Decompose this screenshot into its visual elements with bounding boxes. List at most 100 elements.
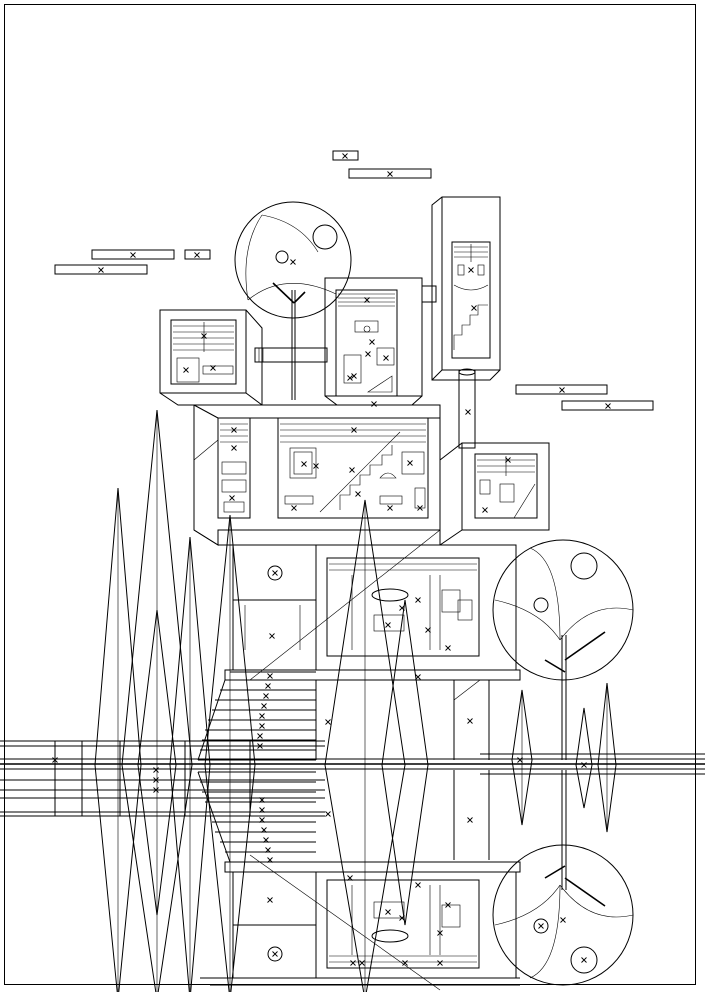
x-mark xyxy=(351,373,357,379)
x-mark xyxy=(559,387,565,393)
x-mark xyxy=(259,797,265,803)
x-mark xyxy=(261,703,267,709)
x-mark xyxy=(407,460,413,466)
connector-stub xyxy=(421,285,437,303)
x-mark xyxy=(425,627,431,633)
x-mark xyxy=(445,645,451,651)
x-mark xyxy=(359,960,365,966)
x-mark xyxy=(351,427,357,433)
x-mark xyxy=(194,252,200,258)
x-mark xyxy=(350,960,356,966)
x-mark xyxy=(402,960,408,966)
x-mark xyxy=(560,917,566,923)
stairs-lower xyxy=(197,771,316,863)
x-mark xyxy=(98,267,104,273)
x-mark xyxy=(267,897,273,903)
x-mark xyxy=(259,723,265,729)
x-mark xyxy=(415,674,421,680)
x-mark xyxy=(538,923,544,929)
x-mark xyxy=(272,570,278,576)
x-mark xyxy=(290,259,296,265)
x-mark xyxy=(257,733,263,739)
x-mark xyxy=(201,333,207,339)
x-mark xyxy=(437,960,443,966)
x-mark xyxy=(259,713,265,719)
x-mark xyxy=(342,153,348,159)
right-middle-box xyxy=(439,442,550,546)
x-mark xyxy=(517,757,523,763)
x-mark xyxy=(325,811,331,817)
x-mark xyxy=(291,505,297,511)
x-mark xyxy=(347,375,353,381)
x-mark xyxy=(369,339,375,345)
left-box-upper xyxy=(159,309,263,406)
diagonal-lines xyxy=(193,439,481,991)
x-mark xyxy=(229,495,235,501)
x-marks xyxy=(52,153,611,966)
x-mark xyxy=(399,915,405,921)
x-mark xyxy=(385,909,391,915)
x-mark xyxy=(387,505,393,511)
x-mark xyxy=(153,787,159,793)
chimney xyxy=(458,368,476,449)
lower-block xyxy=(224,544,521,760)
x-mark xyxy=(153,767,159,773)
x-mark xyxy=(347,875,353,881)
x-mark xyxy=(471,305,477,311)
x-mark xyxy=(399,605,405,611)
stairs-upper xyxy=(197,671,317,761)
x-mark xyxy=(267,857,273,863)
tree-circle-right-upper xyxy=(492,539,634,760)
x-mark xyxy=(272,951,278,957)
x-mark xyxy=(261,827,267,833)
x-mark xyxy=(371,401,377,407)
x-mark xyxy=(325,719,331,725)
x-mark xyxy=(417,505,423,511)
x-mark xyxy=(581,957,587,963)
connector-pipe-left xyxy=(254,347,328,363)
x-mark xyxy=(468,267,474,273)
x-mark xyxy=(263,693,269,699)
x-mark xyxy=(349,467,355,473)
x-mark xyxy=(313,463,319,469)
right-tower-box xyxy=(431,196,501,381)
x-mark xyxy=(267,673,273,679)
x-mark xyxy=(153,777,159,783)
x-mark xyxy=(210,365,216,371)
x-mark xyxy=(482,507,488,513)
x-mark xyxy=(383,355,389,361)
floating-label-bars xyxy=(54,150,654,411)
x-mark xyxy=(183,367,189,373)
x-mark xyxy=(385,622,391,628)
x-mark xyxy=(263,837,269,843)
x-mark xyxy=(355,491,361,497)
tree-circle-right-lower xyxy=(492,770,634,986)
x-mark xyxy=(581,762,587,768)
x-mark xyxy=(231,445,237,451)
x-mark xyxy=(130,252,136,258)
x-mark xyxy=(365,351,371,357)
x-mark xyxy=(257,743,263,749)
x-mark xyxy=(415,882,421,888)
x-mark xyxy=(364,297,370,303)
x-mark xyxy=(259,817,265,823)
x-mark xyxy=(301,461,307,467)
x-mark xyxy=(465,409,471,415)
x-mark xyxy=(387,171,393,177)
center-box-upper xyxy=(324,277,423,406)
x-mark xyxy=(437,930,443,936)
horizon-lines xyxy=(0,740,705,817)
x-mark xyxy=(231,427,237,433)
x-mark xyxy=(269,633,275,639)
x-mark xyxy=(467,718,473,724)
small-spindles-right xyxy=(511,682,617,833)
x-mark xyxy=(265,683,271,689)
x-mark xyxy=(52,757,58,763)
x-mark xyxy=(415,597,421,603)
x-mark xyxy=(445,902,451,908)
lower-block-reflection xyxy=(200,770,521,986)
x-mark xyxy=(467,817,473,823)
x-mark xyxy=(265,847,271,853)
tree-circle-top xyxy=(234,201,352,400)
